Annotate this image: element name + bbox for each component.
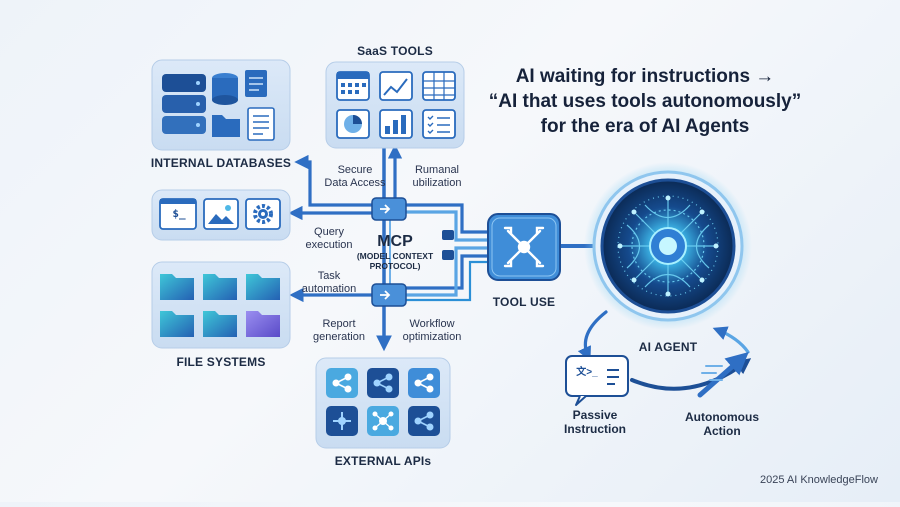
external-apis-label: EXTERNAL APIs — [334, 454, 432, 468]
api-node-icons — [326, 368, 440, 436]
spreadsheet-icon — [422, 71, 456, 101]
connection-lines — [288, 144, 594, 352]
headline: AI waiting for instructions → “AI that u… — [470, 64, 820, 139]
query-execution-label: Query execution — [305, 226, 353, 252]
saas-tools-label: SaaS TOOLS — [357, 44, 433, 58]
autonomous-action-label: Autonomous Action — [685, 410, 759, 439]
tools-icon — [503, 226, 545, 268]
chat-terminal-icon — [565, 355, 629, 406]
mcp-label: MCP (MODEL CONTEXT PROTOCOL) — [350, 232, 440, 272]
bar-chart-icon — [379, 109, 413, 139]
rumanal-ubilization-label: Rumanal ubilization — [412, 164, 462, 190]
workflow-optimization-label: Workflow optimization — [402, 318, 462, 344]
internal-databases-label: INTERNAL DATABASES — [150, 156, 292, 170]
hub-connector-bottom — [371, 250, 454, 307]
document-icon — [245, 70, 267, 97]
terminal-glyph: 文>_ — [576, 367, 598, 378]
hub-connector-top — [371, 197, 454, 240]
passive-instruction-label: Passive Instruction — [564, 408, 626, 437]
mcp-subtitle-1: (MODEL CONTEXT — [356, 251, 434, 262]
folder-icon — [212, 115, 240, 137]
report-generation-label: Report generation — [313, 318, 365, 344]
headline-line-2: “AI that uses tools autonomously” — [488, 91, 802, 113]
external-apis-tile — [315, 357, 451, 449]
gear-icon — [245, 198, 281, 230]
terminal-prompt: $_ — [172, 207, 186, 220]
headline-line-3: for the era of AI Agents — [540, 116, 750, 138]
report-document-icon — [247, 107, 275, 141]
folder-icon — [160, 274, 280, 337]
tool-use-label: TOOL USE — [492, 295, 556, 309]
secure-data-access-label: Secure Data Access — [324, 164, 386, 190]
databases-tile — [151, 59, 291, 151]
mcp-title: MCP — [377, 233, 413, 250]
file-systems-label: FILE SYSTEMS — [176, 355, 266, 369]
line-chart-icon — [379, 71, 413, 101]
footer-credit: 2025 AI KnowledgeFlow — [759, 474, 878, 486]
saas-tile — [325, 61, 465, 149]
checklist-icon — [422, 109, 456, 139]
tool-use-box — [487, 213, 561, 281]
autonomous-action-arrow-icon — [697, 352, 749, 398]
ai-agent-orb — [584, 162, 752, 330]
image-icon — [203, 198, 239, 230]
file-systems-tile — [151, 261, 291, 349]
mcp-subtitle-2: PROTOCOL) — [369, 261, 421, 272]
cylinder-db-icon — [212, 73, 238, 105]
headline-line-1: AI waiting for instructions → — [515, 66, 775, 87]
apps-tile — [151, 189, 291, 241]
task-automation-label: Task automation — [301, 270, 357, 296]
calendar-icon — [336, 71, 370, 101]
ai-agent-label: AI AGENT — [638, 340, 698, 354]
terminal-icon — [159, 198, 197, 230]
database-icon — [162, 74, 206, 134]
pie-chart-icon — [336, 109, 370, 139]
